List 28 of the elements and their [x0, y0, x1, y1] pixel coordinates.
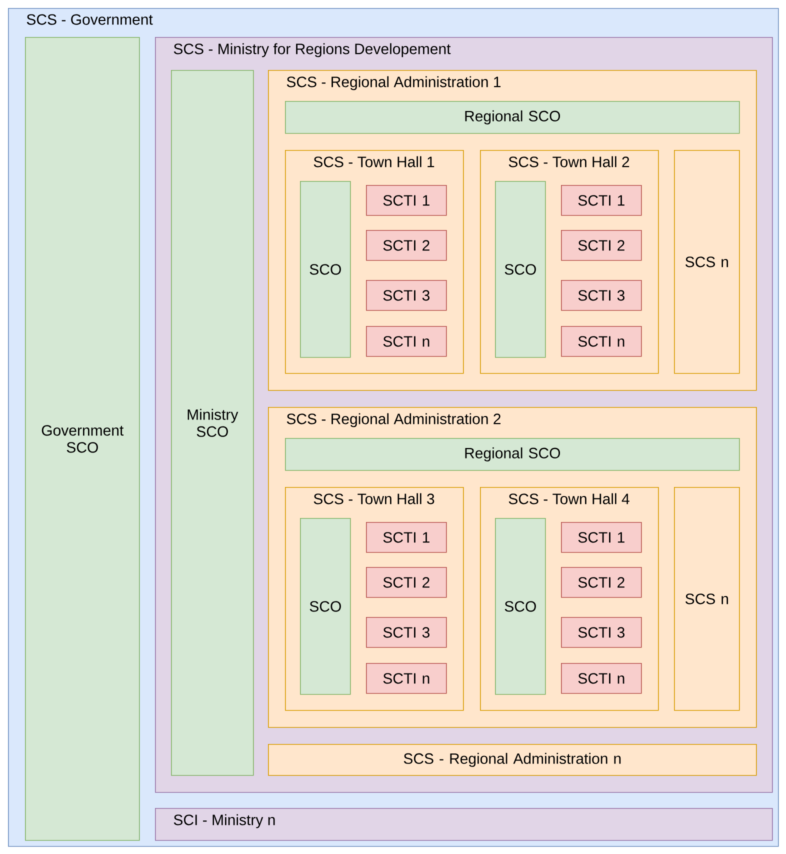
process-box: SCTI 2	[366, 567, 447, 598]
process-box: SCTI 3	[561, 617, 642, 648]
process-box: SCTI 3	[561, 280, 642, 311]
process-box: SCTI 2	[561, 230, 642, 261]
process-box: Regional SCO	[285, 101, 740, 134]
process-box: SCTI n	[366, 326, 447, 357]
process-box: Regional SCO	[285, 438, 740, 471]
process-box: SCTI 3	[366, 617, 447, 648]
process-box: SCTI 1	[561, 522, 642, 553]
process-box: SCTI n	[561, 663, 642, 694]
process-box: SCTI n	[561, 326, 642, 357]
process-box: Government SCO	[25, 37, 140, 841]
process-box: SCTI 1	[561, 185, 642, 216]
process-box: Ministry SCO	[171, 70, 254, 776]
process-box: SCS - Regional Administration n	[268, 744, 757, 776]
process-box: SCTI 3	[366, 280, 447, 311]
process-box: SCTI 2	[561, 567, 642, 598]
process-box: SCO	[300, 518, 351, 695]
process-box: SCO	[495, 518, 546, 695]
process-box: SCO	[300, 181, 351, 358]
process-box: SCTI n	[366, 663, 447, 694]
process-box: SCO	[495, 181, 546, 358]
process-box: SCTI 1	[366, 185, 447, 216]
process-box: SCTI 2	[366, 230, 447, 261]
process-box: SCS n	[674, 150, 740, 374]
process-box: SCI - Ministry n	[155, 808, 773, 841]
process-box: SCTI 1	[366, 522, 447, 553]
process-box: SCS n	[674, 487, 740, 711]
